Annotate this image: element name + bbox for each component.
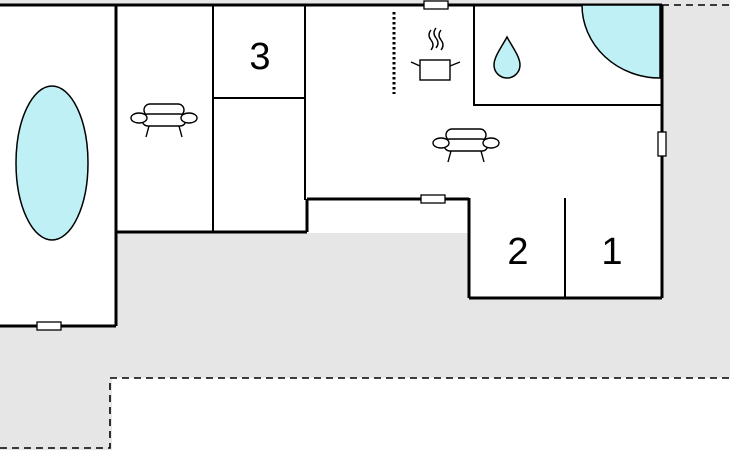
window-top bbox=[423, 0, 449, 10]
kitchen-pot-icon bbox=[410, 27, 461, 81]
indoor-floor bbox=[0, 5, 662, 326]
pool-icon bbox=[15, 85, 89, 241]
room-number-2: 2 bbox=[507, 231, 528, 273]
water-drop-icon bbox=[493, 35, 521, 79]
sofa-icon bbox=[130, 103, 198, 138]
hot-tub-icon bbox=[581, 4, 661, 79]
window-living-bottom bbox=[420, 194, 446, 204]
windows bbox=[36, 0, 667, 331]
room-number-1: 1 bbox=[601, 231, 622, 273]
window-left-bottom bbox=[36, 321, 62, 331]
property-boundary bbox=[0, 4, 730, 449]
sofa-icon bbox=[432, 128, 500, 163]
window-right bbox=[657, 131, 667, 157]
inner-walls bbox=[212, 5, 662, 298]
room-number-3: 3 bbox=[249, 36, 270, 78]
